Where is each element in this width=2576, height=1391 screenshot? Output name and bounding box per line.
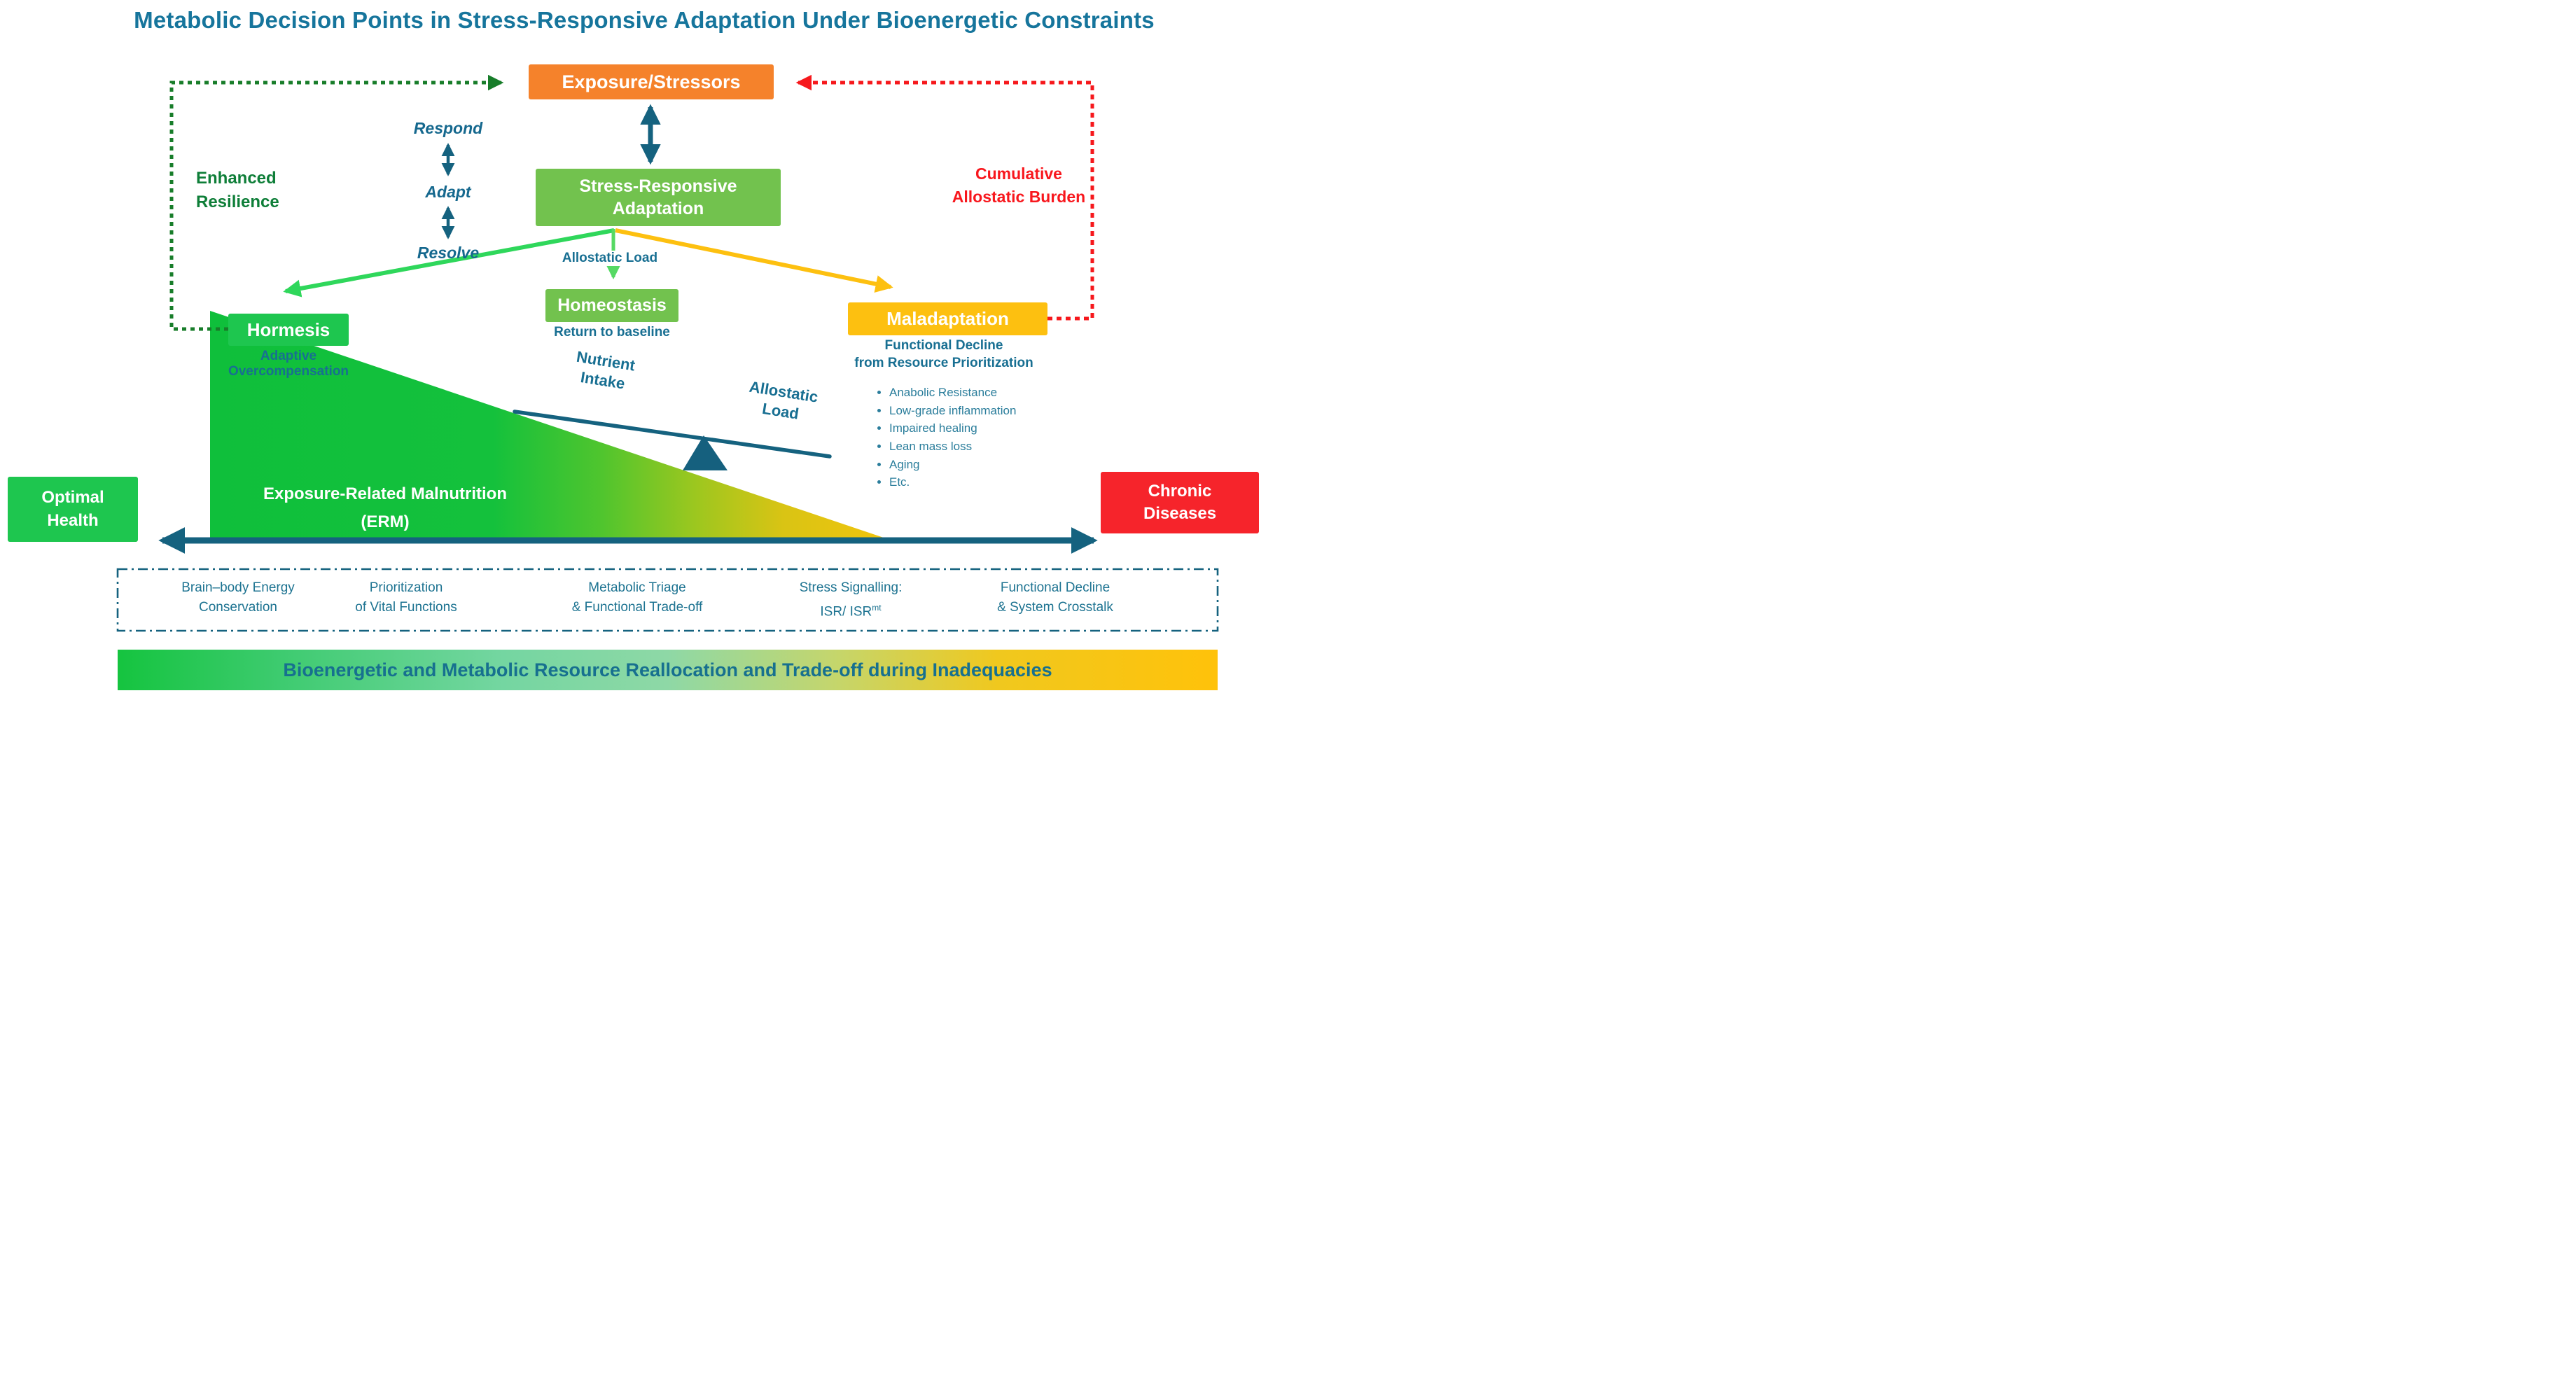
erm-wedge-label: Exposure-Related Malnutrition (ERM) — [224, 480, 546, 536]
burden-feedback-dotted-path — [795, 74, 1094, 321]
seesaw-fulcrum — [683, 435, 727, 470]
maladaptation-bullet: Impaired healing — [889, 422, 1016, 435]
hormesis-box: Hormesis — [228, 314, 349, 346]
allostatic-load-arrow-label: Allostatic Load — [540, 251, 680, 266]
mechanism-functional-decline: Functional Decline & System Crosstalk — [997, 578, 1113, 617]
maladaptation-bullet: Anabolic Resistance — [889, 386, 1016, 400]
pillar-line2: ISR/ ISRmt — [800, 598, 903, 622]
chronic-diseases-line1: Chronic — [1148, 481, 1212, 501]
stress-responsive-adaptation-box: Stress-Responsive Adaptation — [536, 169, 781, 226]
pillar-line2: Conservation — [199, 600, 277, 615]
maladaptation-arrow — [615, 228, 893, 293]
mechanisms-dashed-border — [116, 568, 1219, 632]
connector-layer — [116, 74, 1219, 632]
homeostasis-caption: Return to baseline — [554, 325, 670, 340]
mechanism-prioritization: Prioritization of Vital Functions — [355, 578, 457, 617]
pillar-line2: of Vital Functions — [355, 600, 457, 615]
erm-label-line1: Exposure-Related Malnutrition — [263, 484, 508, 503]
homeostasis-label: Homeostasis — [557, 295, 667, 315]
resilience-feedback-dotted-path — [169, 74, 504, 331]
mechanism-stress-signalling: Stress Signalling: ISR/ ISRmt — [800, 578, 903, 622]
sra-label-line1: Stress-Responsive — [579, 176, 737, 196]
footer-gradient-bar: Bioenergetic and Metabolic Resource Real… — [118, 650, 1218, 690]
maladaptation-label: Maladaptation — [886, 308, 1009, 329]
maladaptation-caption: Functional Decline from Resource Priorit… — [853, 337, 1035, 372]
respond-label: Respond — [413, 119, 483, 137]
adapt-label: Adapt — [425, 183, 471, 201]
enhanced-resilience-line2: Resilience — [196, 192, 279, 211]
erm-wedge — [210, 311, 884, 538]
maladaptation-bullet: Low-grade inflammation — [889, 404, 1016, 418]
erm-label-line2: (ERM) — [361, 512, 410, 531]
isr-superscript: mt — [872, 603, 882, 613]
exposure-stressors-box: Exposure/Stressors — [529, 64, 774, 99]
mechanism-brain-body-energy: Brain–body Energy Conservation — [181, 578, 295, 617]
chronic-diseases-line2: Diseases — [1143, 504, 1217, 523]
pillar-line2: & System Crosstalk — [997, 600, 1113, 615]
hormesis-caption: Adaptive Overcompensation — [228, 349, 349, 379]
maladaptation-bullet: Etc. — [889, 476, 1016, 489]
enhanced-resilience-line1: Enhanced — [196, 169, 277, 188]
optimal-health-box: Optimal Health — [8, 477, 138, 542]
optimal-health-line2: Health — [47, 510, 99, 530]
diagram-canvas: Metabolic Decision Points in Stress-Resp… — [0, 0, 1288, 696]
maladaptation-box: Maladaptation — [848, 302, 1047, 335]
hormesis-label: Hormesis — [246, 319, 330, 340]
pillar-line1: Metabolic Triage — [588, 580, 686, 595]
optimal-health-line1: Optimal — [41, 488, 104, 508]
cumulative-burden-line2: Allostatic Burden — [952, 188, 1086, 207]
seesaw-beam — [513, 410, 832, 459]
diagram-title: Metabolic Decision Points in Stress-Resp… — [134, 7, 1155, 33]
pillar-line1: Stress Signalling: — [799, 580, 903, 595]
hormesis-arrow — [283, 228, 615, 298]
footer-label: Bioenergetic and Metabolic Resource Real… — [283, 659, 1052, 680]
exposure-stressors-label: Exposure/Stressors — [562, 71, 741, 92]
resolve-label: Resolve — [417, 244, 480, 262]
homeostasis-box: Homeostasis — [545, 289, 678, 322]
cumulative-burden-line1: Cumulative — [975, 165, 1062, 183]
maladaptation-bullet-list: Anabolic Resistance Low-grade inflammati… — [877, 386, 1016, 494]
mechanism-metabolic-triage: Metabolic Triage & Functional Trade-off — [572, 578, 703, 617]
maladaptation-bullet: Lean mass loss — [889, 440, 1016, 454]
maladaptation-bullet: Aging — [889, 458, 1016, 472]
sra-label-line2: Adaptation — [612, 199, 704, 218]
pillar-line1: Functional Decline — [1000, 580, 1111, 595]
maladaptation-caption-line1: Functional Decline — [884, 338, 1003, 353]
maladaptation-caption-line2: from Resource Prioritization — [854, 355, 1033, 370]
enhanced-resilience-label: Enhanced Resilience — [196, 167, 279, 214]
chronic-diseases-box: Chronic Diseases — [1101, 472, 1259, 533]
pillar-line1: Prioritization — [369, 580, 443, 595]
pillar-line2: & Functional Trade-off — [571, 600, 703, 615]
cumulative-allostatic-burden-label: Cumulative Allostatic Burden — [931, 162, 1106, 209]
isr-label: ISR/ ISR — [820, 604, 872, 620]
pillar-line1: Brain–body Energy — [181, 580, 295, 595]
